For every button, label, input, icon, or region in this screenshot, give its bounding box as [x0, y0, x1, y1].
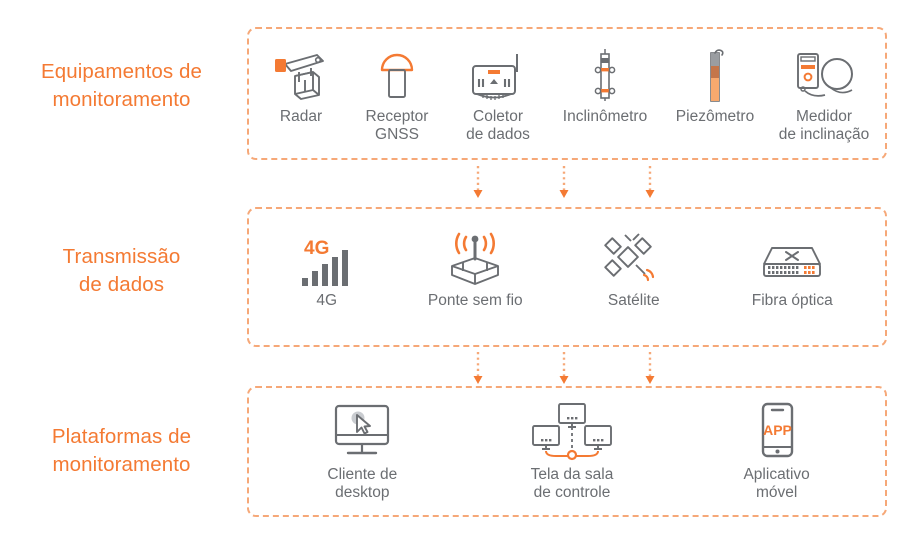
item-mobile-app[interactable]: APP Aplicativo móvel — [697, 402, 857, 503]
frame-data-transmission — [247, 207, 887, 347]
item-label: Inclinômetro — [562, 108, 648, 125]
fiber-switch-icon — [756, 232, 828, 288]
wireless-bridge-icon — [440, 232, 510, 288]
platform-items: Cliente de desktop — [260, 402, 874, 503]
connector-arrow — [472, 166, 484, 200]
item-label: Aplicativo móvel — [743, 466, 810, 502]
item-tilt-meter[interactable]: Medidor de inclinação — [769, 48, 879, 145]
desktop-client-icon — [328, 402, 396, 460]
row-label-line: Plataformas de — [51, 425, 192, 448]
item-desktop-client[interactable]: Cliente de desktop — [277, 402, 447, 503]
row-label-line: monitoramento — [52, 87, 191, 111]
item-label: Receptor GNSS — [365, 108, 429, 144]
tilt-meter-icon — [791, 48, 857, 102]
frame-monitoring-platforms — [247, 386, 887, 517]
item-label: 4G — [316, 292, 338, 309]
gnss-receiver-icon — [374, 48, 420, 102]
badge-4g-text: 4G — [304, 238, 329, 259]
transmission-items: 4G 4G — [260, 232, 874, 310]
item-data-collector[interactable]: Coletor de dados — [447, 48, 549, 145]
mobile-app-icon: APP — [755, 402, 799, 460]
connector-arrow — [472, 352, 484, 386]
row-label-line: monitoramento — [52, 452, 191, 476]
item-inclinometer[interactable]: Inclinômetro — [549, 48, 661, 126]
item-satellite[interactable]: Satélite — [564, 232, 704, 310]
item-label: Coletor de dados — [466, 108, 530, 144]
item-label: Piezômetro — [675, 108, 755, 125]
item-label: Radar — [279, 108, 323, 125]
row-label-line: de dados — [78, 272, 165, 296]
satellite-icon — [603, 232, 665, 288]
item-label: Medidor de inclinação — [778, 108, 870, 144]
row-label-line: Transmissão — [62, 245, 181, 268]
item-label: Tela da sala de controle — [530, 466, 614, 502]
badge-app-text: APP — [763, 422, 792, 438]
item-label: Fibra óptica — [751, 292, 833, 309]
inclinometer-icon — [590, 48, 620, 102]
control-room-screen-icon — [529, 402, 615, 461]
item-radar[interactable]: Radar — [255, 48, 347, 126]
connector-arrow — [644, 166, 656, 200]
item-4g[interactable]: 4G 4G — [267, 232, 387, 310]
item-label: Ponte sem fio — [427, 292, 523, 309]
row-label-monitoring-equipment: Equipamentos de monitoramento — [0, 58, 243, 114]
item-wireless-bridge[interactable]: Ponte sem fio — [400, 232, 550, 310]
connector-arrow — [558, 352, 570, 386]
item-control-room[interactable]: Tela da sala de controle — [482, 402, 662, 503]
row-label-line: Equipamentos de — [40, 60, 203, 83]
row-label-data-transmission: Transmissão de dados — [0, 243, 243, 299]
item-label: Satélite — [607, 292, 660, 309]
item-label: Cliente de desktop — [327, 466, 398, 502]
equipment-items: Radar Receptor GNSS — [255, 48, 879, 145]
frame-monitoring-equipment — [247, 27, 887, 160]
item-gnss-receiver[interactable]: Receptor GNSS — [347, 48, 447, 145]
row-label-monitoring-platforms: Plataformas de monitoramento — [0, 423, 243, 479]
signal-bars-4g-icon: 4G — [296, 232, 358, 288]
item-piezometer[interactable]: Piezômetro — [661, 48, 769, 126]
connector-arrow — [644, 352, 656, 386]
radar-icon — [269, 48, 333, 102]
item-fiber-optic[interactable]: Fibra óptica — [717, 232, 867, 310]
connector-arrow — [558, 166, 570, 200]
piezometer-icon — [700, 48, 730, 102]
data-collector-icon — [467, 48, 529, 102]
